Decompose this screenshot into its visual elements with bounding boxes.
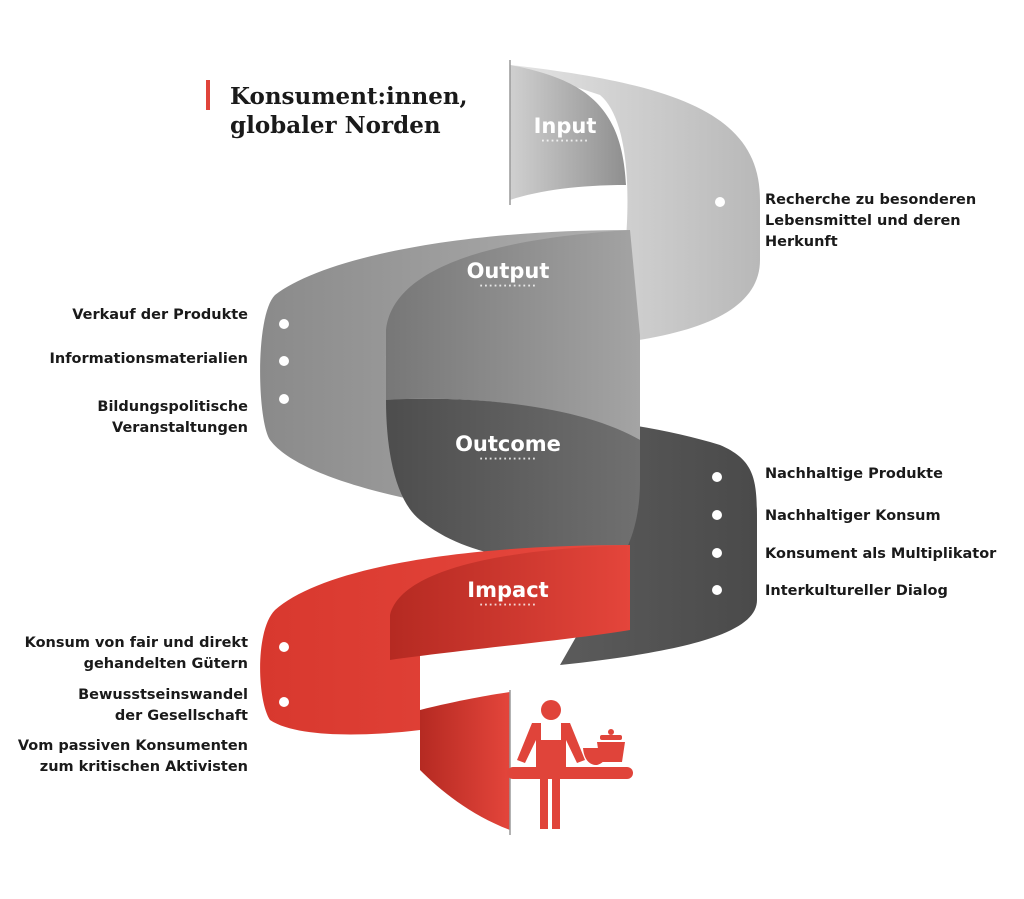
input-item: Recherche zu besonderen Lebensmittel und… [765, 192, 977, 250]
stage-label: Input [533, 114, 597, 138]
bullet-dot [279, 697, 289, 707]
title-line-2: globaler Norden [230, 112, 441, 139]
bullet-dot [279, 356, 289, 366]
stage-impact: Impact············ [467, 578, 549, 611]
title-accent-bar [206, 80, 210, 110]
stage-output: Output············ [466, 259, 550, 292]
outcome-item: Nachhaltige Produkte [765, 466, 943, 482]
output-item: Informationsmaterialien [49, 351, 248, 367]
stage-label: Output [466, 259, 550, 283]
stage-label: Outcome [455, 432, 561, 456]
outcome-item: Interkultureller Dialog [765, 583, 948, 599]
impact-item: Vom passiven Konsumenten zum kritischen … [17, 738, 248, 775]
bullet-dot [279, 642, 289, 652]
output-item: Verkauf der Produkte [72, 307, 248, 323]
stage-dots: ·········· [540, 136, 589, 147]
person-cooking-icon [507, 700, 633, 829]
title-line-1: Konsument:innen, [230, 83, 468, 110]
impact-ribbon-back [260, 545, 630, 735]
output-ribbon-back [260, 230, 630, 515]
bullet-dot [279, 319, 289, 329]
bullet-dot [712, 585, 722, 595]
outcome-ribbon-back [390, 400, 757, 665]
stage-input: Input·········· [533, 114, 597, 147]
stage-label: Impact [467, 578, 549, 602]
stage-dots: ············ [479, 281, 537, 292]
input-ribbon-front [510, 65, 626, 200]
stage-outcome: Outcome············ [455, 432, 561, 465]
bullet-dot [279, 394, 289, 404]
outcome-ribbon-front [386, 398, 640, 562]
bullet-dot [712, 510, 722, 520]
output-ribbon-front [386, 230, 640, 440]
outcome-item: Konsument als Multiplikator [765, 546, 997, 562]
impact-item: Bewusstseinswandel der Gesellschaft [78, 687, 248, 724]
stage-dots: ············ [479, 600, 537, 611]
bullet-dot [712, 548, 722, 558]
impact-item: Konsum von fair und direkt gehandelten G… [24, 635, 248, 672]
bullet-dot [279, 751, 289, 761]
impact-ribbon-tail [420, 692, 510, 830]
page-title: Konsument:innen,globaler Norden [230, 82, 468, 140]
bullet-dot [715, 197, 725, 207]
input-ribbon-back [510, 65, 760, 345]
impact-ribbon-front [390, 545, 630, 660]
stage-dots: ············ [479, 454, 537, 465]
output-item: Bildungspolitische Veranstaltungen [97, 399, 248, 436]
bullet-dot [712, 472, 722, 482]
outcome-item: Nachhaltiger Konsum [765, 508, 941, 524]
